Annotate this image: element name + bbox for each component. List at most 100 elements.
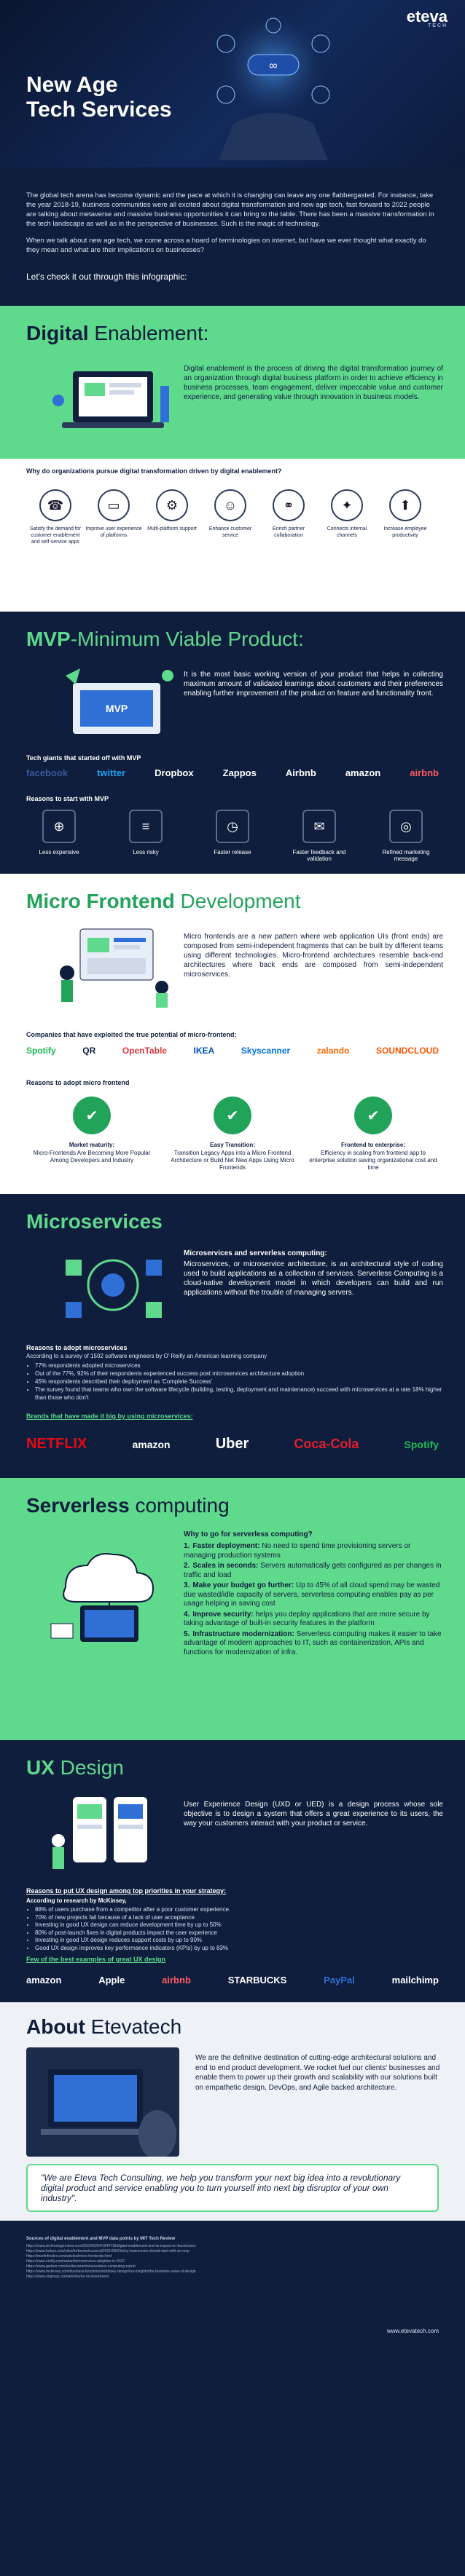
ux-point: Investing in good UX design can reduce d…: [35, 1921, 443, 1929]
mvp-reason-item: ⊕Less expensive: [26, 810, 92, 862]
digital-reason-item: ⚭Enrich partner collaboration: [259, 489, 318, 545]
sls-item-number: 4.: [184, 1610, 190, 1619]
hero-illustration: ∞: [215, 15, 332, 160]
mvp-reason-label: Faster release: [214, 849, 251, 856]
about-title-bold: About: [26, 2015, 85, 2038]
ref-line[interactable]: https://martinfowler.com/articles/micro-…: [26, 2254, 112, 2259]
eteva-logo[interactable]: eteva TECH: [407, 7, 448, 28]
brand-logo-amazon: amazon: [26, 1975, 62, 1986]
mvp-reason-item: ≡Less risky: [113, 810, 179, 862]
brand-logo-starbucks: STARBUCKS: [227, 1975, 287, 1986]
intro-paragraph-2: When we talk about new age tech, we come…: [26, 237, 426, 254]
digital-title-bold: Digital: [26, 322, 89, 344]
ref-line[interactable]: https://www.mckinsey.com/business-functi…: [26, 2269, 196, 2274]
mfe-companies-heading: Companies that have exploited the true p…: [26, 1031, 237, 1038]
feedback-icon: ✉: [302, 810, 336, 843]
microservices-section: Microservices Microservices and serverle…: [0, 1194, 465, 1478]
digital-reason-item: ☺ Enhance customer service: [201, 489, 259, 545]
sls-title-bold: Serverless: [26, 1494, 130, 1517]
ms-point: The survey found that teams who own the …: [35, 1386, 443, 1402]
ms-reasons-intro: According to a survey of 1502 software e…: [26, 1353, 267, 1359]
brand-logo-twitter: twitter: [97, 767, 126, 778]
digital-reason-item: ▭Improve user experience of platforms: [85, 489, 143, 545]
digital-reason-label: Connects internal channels: [327, 526, 367, 538]
rocket-illustration: MVP: [66, 668, 173, 734]
digital-reason-label: Enhance customer service: [208, 526, 252, 538]
ref-line[interactable]: https://www.forbes.com/sites/forbestechc…: [26, 2249, 189, 2253]
mfe-reason-title: Frontend to enterprise:: [340, 1142, 405, 1148]
logo-subtext: TECH: [427, 23, 448, 28]
digital-reason-label: Improve user experience of platforms: [85, 526, 142, 538]
ref-line[interactable]: https://www.nngroup.com/articles/ux-roi-…: [26, 2275, 109, 2279]
sls-item: 1.Faster deployment: No need to spend ti…: [184, 1542, 443, 1560]
mfe-description: Micro frontends are a new pattern where …: [184, 933, 443, 979]
partner-icon: ⚭: [273, 489, 305, 521]
ms-point: 45% respondents described their deployme…: [35, 1378, 443, 1386]
support-icon: ☺: [214, 489, 246, 521]
developer-illustration: [60, 928, 168, 1008]
brand-logo-amazon: amazon: [345, 767, 381, 778]
ref-line[interactable]: https://www.technologyreview.com/2022/02…: [26, 2244, 196, 2248]
serverless-section: Serverless computing Why to go for serve…: [0, 1478, 465, 1740]
ms-point: Out of the 77%, 92% of their respondents…: [35, 1370, 443, 1378]
mvp-reason-label: Refined marketing message: [382, 849, 430, 862]
digital-title: Digital Enablement:: [26, 322, 209, 345]
sls-title-rest: computing: [129, 1494, 230, 1517]
sls-item-title: Faster deployment:: [192, 1542, 260, 1550]
hero-title: New Age Tech Services: [26, 73, 172, 122]
svg-text:MVP: MVP: [106, 703, 128, 714]
mvp-reason-item: ◷Faster release: [200, 810, 265, 862]
ms-point: 77% respondents adopted microservices: [35, 1362, 443, 1370]
ux-title-bold: UX: [26, 1756, 55, 1779]
ux-point: 80% of post-launch fixes in digital prod…: [35, 1929, 443, 1937]
phone-icon: ☎: [39, 489, 71, 521]
digital-enablement-section: Digital Enablement: Digital enablement i…: [0, 306, 465, 612]
brand-logo-uber: Uber: [215, 1436, 249, 1452]
brand-logo-facebook: facebook: [26, 767, 69, 778]
laptop-illustration: [52, 371, 169, 428]
mvp-title: MVP-Minimum Viable Product:: [26, 628, 304, 651]
brand-logo-netflix: NETFLIX: [26, 1436, 87, 1452]
site-link[interactable]: www.etevatech.com: [386, 2328, 439, 2334]
sls-item: 2.Scales in seconds: Servers automatical…: [184, 1562, 443, 1580]
sls-item-title: Make your budget go further:: [192, 1581, 294, 1589]
sls-item-text: helps you deploy applications that are m…: [184, 1610, 430, 1628]
clipboard-icon: ≡: [129, 810, 163, 843]
sls-item-title: Scales in seconds:: [192, 1562, 259, 1570]
ux-point: Investing in good UX design reduces supp…: [35, 1937, 443, 1945]
refs-title: Sources of digital enablement and MVP da…: [26, 2237, 176, 2241]
about-title-rest: Etevatech: [85, 2015, 182, 2038]
digital-reason-label: Increase employee productivity: [383, 526, 427, 538]
about-photo: [26, 2047, 179, 2157]
mfe-reason-item: ✔Frontend to enterprise:Efficiency in sc…: [308, 1097, 439, 1172]
mvp-reasons-heading: Reasons to start with MVP: [26, 795, 109, 802]
micro-frontend-section: Micro Frontend Development Micro fronten…: [0, 874, 465, 1194]
lock-icon: ⊕: [42, 810, 76, 843]
ref-line[interactable]: https://www.oreilly.com/radar/microservi…: [26, 2259, 125, 2264]
digital-reasons-row: ☎Satisfy the demand for customer enablem…: [26, 489, 434, 545]
platform-icon: ⚙: [156, 489, 188, 521]
brand-logo-airbnb: airbnb: [410, 767, 439, 778]
ux-title: UX Design: [26, 1756, 124, 1779]
mfe-reason-text: Micro-Frontends Are Becoming More Popula…: [33, 1150, 151, 1163]
brand-logo-mailchimp: mailchimp: [391, 1975, 439, 1986]
mvp-reason-item: ✉Faster feedback and validation: [286, 810, 352, 862]
ux-description: User Experience Design (UXD or UED) is a…: [184, 1801, 443, 1828]
digital-reason-item: ⬆Increase employee productivity: [376, 489, 434, 545]
ux-reasons-heading: Reasons to put UX design among top prior…: [26, 1887, 227, 1895]
sls-items-list: 1.Faster deployment: No need to spend ti…: [184, 1542, 443, 1659]
sls-item-number: 3.: [184, 1581, 190, 1589]
ux-point: Good UX design improves key performance …: [35, 1945, 443, 1953]
mvp-description: It is the most basic working version of …: [184, 671, 443, 698]
references-section: Sources of digital enablement and MVP da…: [0, 2221, 465, 2343]
sls-item-text: Servers automatically gets configured as…: [184, 1562, 442, 1579]
mfe-reason-text: Efficiency in scaling from frontend app …: [309, 1150, 437, 1171]
brand-logo-skyscanner: Skyscanner: [241, 1046, 291, 1056]
brand-logo-spotify: Spotify: [26, 1046, 56, 1056]
mfe-reason-item: ✔Easy Transition:Transition Legacy Apps …: [167, 1097, 298, 1172]
ms-reasons-heading: Reasons to adopt microservices: [26, 1344, 128, 1351]
ref-line[interactable]: https://www.gartner.com/en/documents/ser…: [26, 2264, 136, 2269]
brand-logo-dropbox: Dropbox: [155, 767, 194, 778]
